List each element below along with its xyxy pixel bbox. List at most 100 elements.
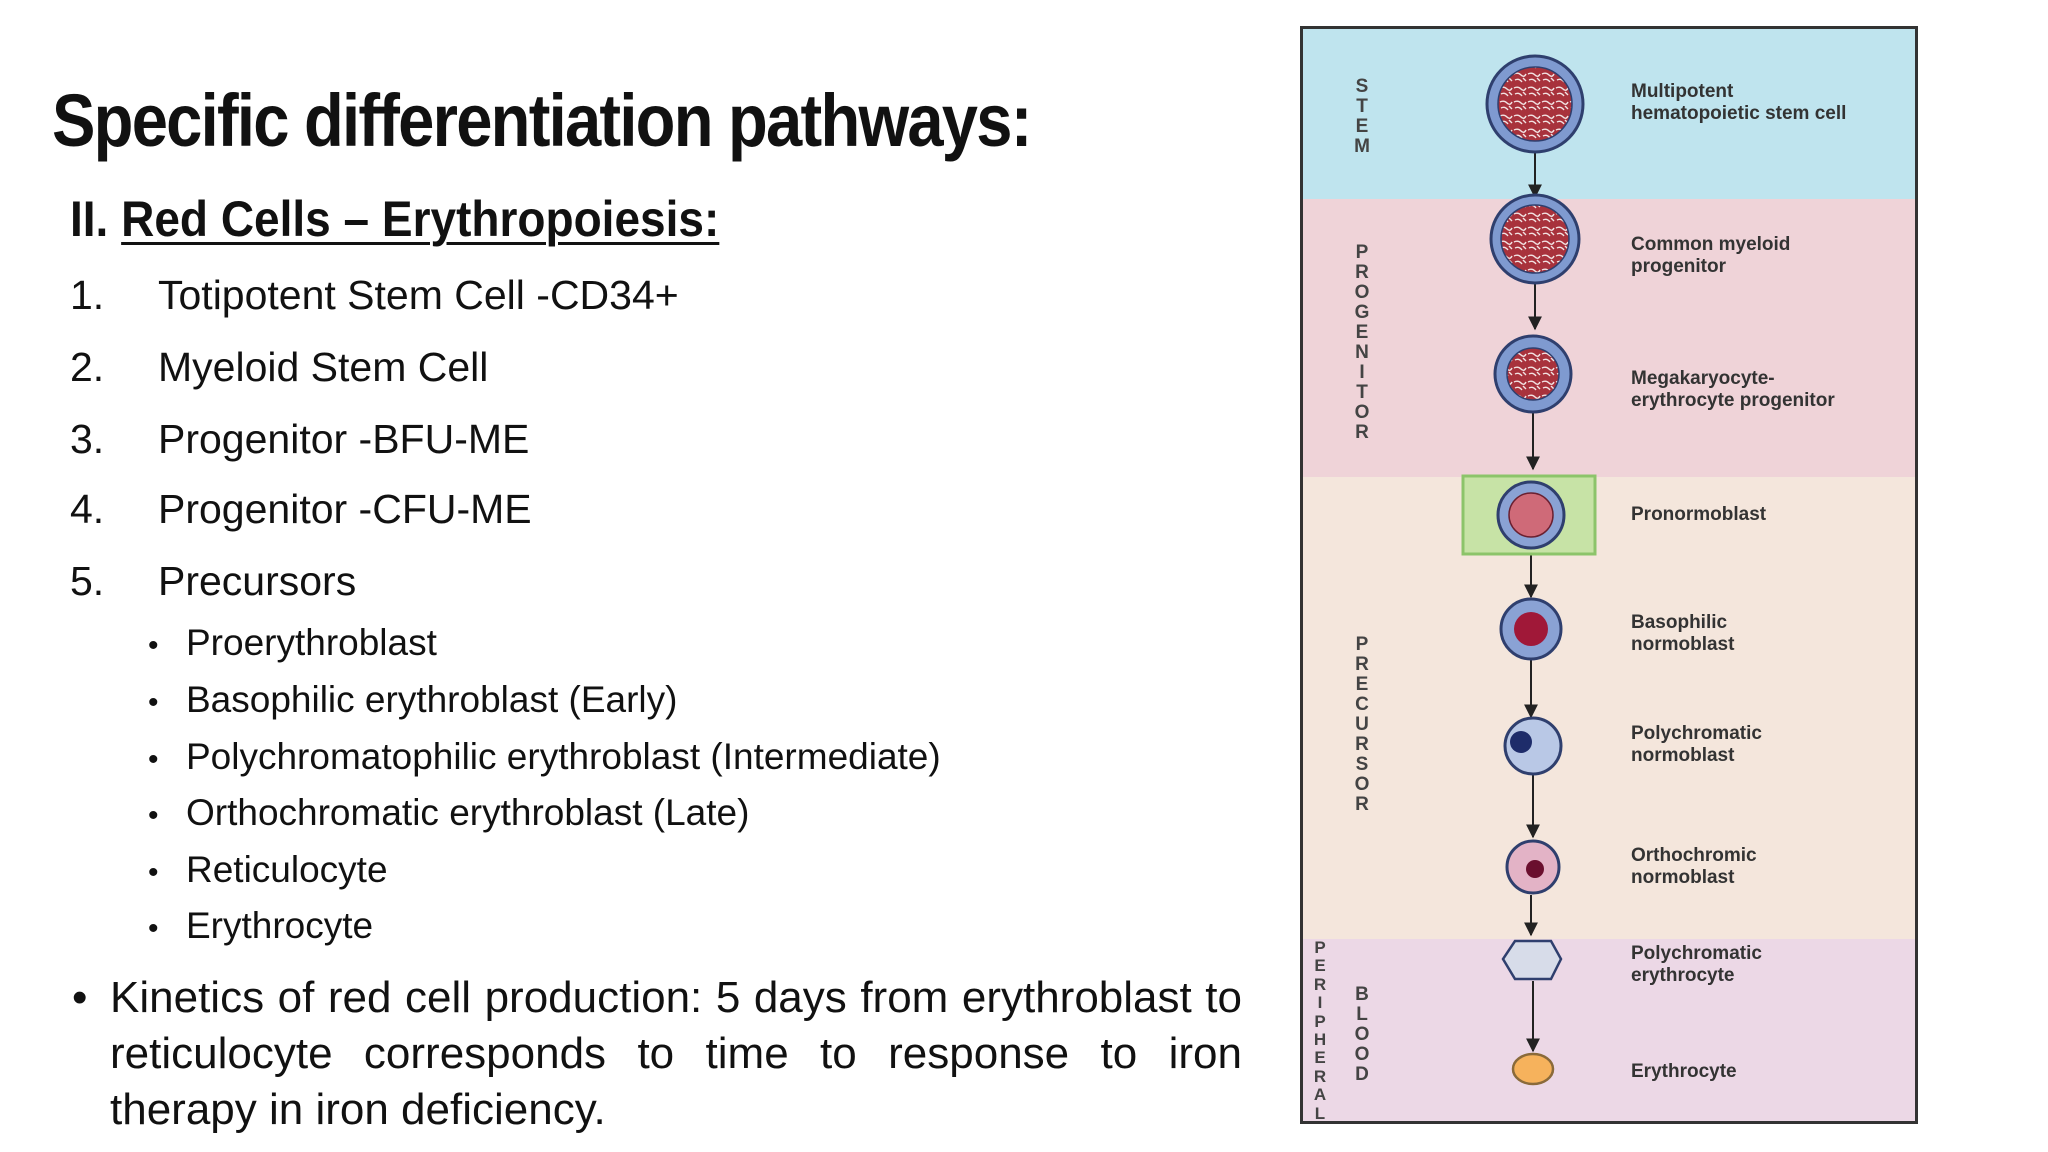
- bullet-glyph: •: [148, 856, 159, 889]
- item-number: 3.: [70, 416, 105, 462]
- slide-title: Specific differentiation pathways:: [52, 79, 1032, 162]
- item-number: 5.: [70, 558, 105, 604]
- side-label-letter: R: [1355, 422, 1369, 443]
- item-number: 2.: [70, 344, 105, 390]
- side-label-letter: L: [1314, 1103, 1326, 1123]
- side-label-letter: N: [1355, 342, 1369, 363]
- item-text: Precursors: [158, 558, 357, 604]
- side-label-letter: E: [1355, 322, 1369, 343]
- erythrocyte-icon: [1511, 1052, 1555, 1086]
- cell-label: Erythrocyte: [1631, 1061, 1737, 1082]
- bullet-item: • Orthochromatic erythroblast (Late): [148, 792, 749, 834]
- cell-label: Polychromatic erythrocyte: [1631, 943, 1762, 986]
- side-label-letter: I: [1317, 993, 1323, 1013]
- side-label-letter: A: [1313, 1085, 1327, 1105]
- numbered-item: 2. Myeloid Stem Cell: [70, 344, 488, 391]
- bullet-text: Polychromatophilic erythroblast (Interme…: [186, 736, 941, 777]
- side-label-letter: M: [1354, 136, 1370, 157]
- bullet-item: • Reticulocyte: [148, 849, 388, 891]
- side-label-letter: H: [1313, 1030, 1327, 1050]
- numbered-item: 4. Progenitor -CFU-ME: [70, 486, 532, 533]
- precursor-band: [1303, 477, 1915, 939]
- side-label-letter: U: [1355, 714, 1369, 735]
- side-label-letter: R: [1355, 262, 1369, 283]
- numbered-item: 1. Totipotent Stem Cell -CD34+: [70, 272, 679, 319]
- side-label-letter: G: [1354, 302, 1370, 323]
- bullet-item: •Proerythroblast: [148, 622, 437, 664]
- side-label-letter: C: [1355, 694, 1369, 715]
- side-label-letter: E: [1314, 956, 1326, 976]
- kinetics-paragraph: • Kinetics of red cell production: 5 day…: [72, 970, 1242, 1138]
- stem-cell-icon: [1485, 54, 1585, 154]
- side-label-letter: O: [1354, 1024, 1370, 1045]
- bullet-item: • Erythrocyte: [148, 905, 373, 947]
- numbered-item: 3. Progenitor -BFU-ME: [70, 416, 529, 463]
- polychromatic-normoblast-icon: [1503, 716, 1563, 776]
- orthochromic-normoblast-icon: [1505, 839, 1561, 895]
- side-label-letter: O: [1354, 1044, 1370, 1065]
- bullet-glyph: •: [72, 973, 88, 1022]
- item-number: 4.: [70, 486, 105, 532]
- side-label-letter: P: [1355, 634, 1369, 655]
- cell-label: Multipotent hematopoietic stem cell: [1631, 81, 1847, 124]
- side-label-letter: E: [1314, 1048, 1326, 1068]
- bullet-glyph: •: [148, 686, 159, 719]
- bullet-glyph: •: [148, 912, 159, 945]
- bullet-text: Reticulocyte: [186, 849, 388, 890]
- bullet-text: Orthochromatic erythroblast (Late): [186, 792, 750, 833]
- polychromatic-erythrocyte-icon: [1501, 939, 1563, 981]
- section-title: Red Cells – Erythropoiesis:: [121, 191, 720, 247]
- side-label-letter: O: [1354, 402, 1370, 423]
- progenitor-band: [1303, 199, 1915, 477]
- myeloid-progenitor-icon: [1489, 193, 1581, 285]
- item-text: Totipotent Stem Cell -CD34+: [158, 272, 679, 318]
- item-text: Progenitor -CFU-ME: [158, 486, 532, 532]
- cell-label: Common myeloid progenitor: [1631, 234, 1791, 277]
- side-label-letter: E: [1355, 116, 1369, 137]
- bullet-glyph: •: [148, 743, 159, 776]
- bullet-glyph: •: [148, 799, 159, 832]
- side-label-letter: R: [1313, 974, 1327, 994]
- pronormoblast-icon: [1461, 474, 1597, 556]
- item-text: Myeloid Stem Cell: [158, 344, 489, 390]
- bullet-text: Erythrocyte: [186, 905, 374, 946]
- side-label-letter: R: [1313, 1066, 1327, 1086]
- cell-label: Polychromatic normoblast: [1631, 723, 1762, 766]
- kinetics-text: Kinetics of red cell production: 5 days …: [110, 973, 1242, 1134]
- side-label-letter: S: [1355, 754, 1369, 775]
- blood-band: [1303, 939, 1915, 1121]
- cell-label: Megakaryocyte- erythrocyte progenitor: [1631, 368, 1835, 411]
- stem-band: [1303, 29, 1915, 199]
- cell-label: Orthochromic normoblast: [1631, 845, 1757, 888]
- side-label-letter: D: [1355, 1064, 1369, 1085]
- side-label-letter: R: [1355, 794, 1369, 815]
- side-label-letter: B: [1355, 984, 1369, 1005]
- item-number: 1.: [70, 272, 105, 318]
- cell-label: Basophilic normoblast: [1631, 612, 1735, 655]
- cell-lineage-drawing: [1461, 54, 1597, 1086]
- side-label-letter: E: [1355, 674, 1369, 695]
- section-number: II.: [70, 191, 122, 247]
- section-heading: II. Red Cells – Erythropoiesis:: [70, 190, 719, 248]
- side-label-letter: O: [1354, 774, 1370, 795]
- bullet-text: Basophilic erythroblast (Early): [186, 679, 678, 720]
- mep-icon: [1493, 334, 1573, 414]
- side-label-letter: I: [1359, 362, 1365, 383]
- cell-label: Pronormoblast: [1631, 504, 1767, 525]
- side-label-letter: L: [1356, 1004, 1368, 1025]
- item-text: Progenitor -BFU-ME: [158, 416, 530, 462]
- numbered-item: 5. Precursors: [70, 558, 356, 605]
- basophilic-normoblast-icon: [1499, 597, 1563, 661]
- bullet-item: • Polychromatophilic erythroblast (Interm…: [148, 736, 941, 778]
- side-label-letter: R: [1355, 734, 1369, 755]
- side-label-letter: P: [1355, 242, 1369, 263]
- side-label-letter: R: [1355, 654, 1369, 675]
- bullet-item: • Basophilic erythroblast (Early): [148, 679, 677, 721]
- side-label-letter: P: [1314, 1011, 1326, 1031]
